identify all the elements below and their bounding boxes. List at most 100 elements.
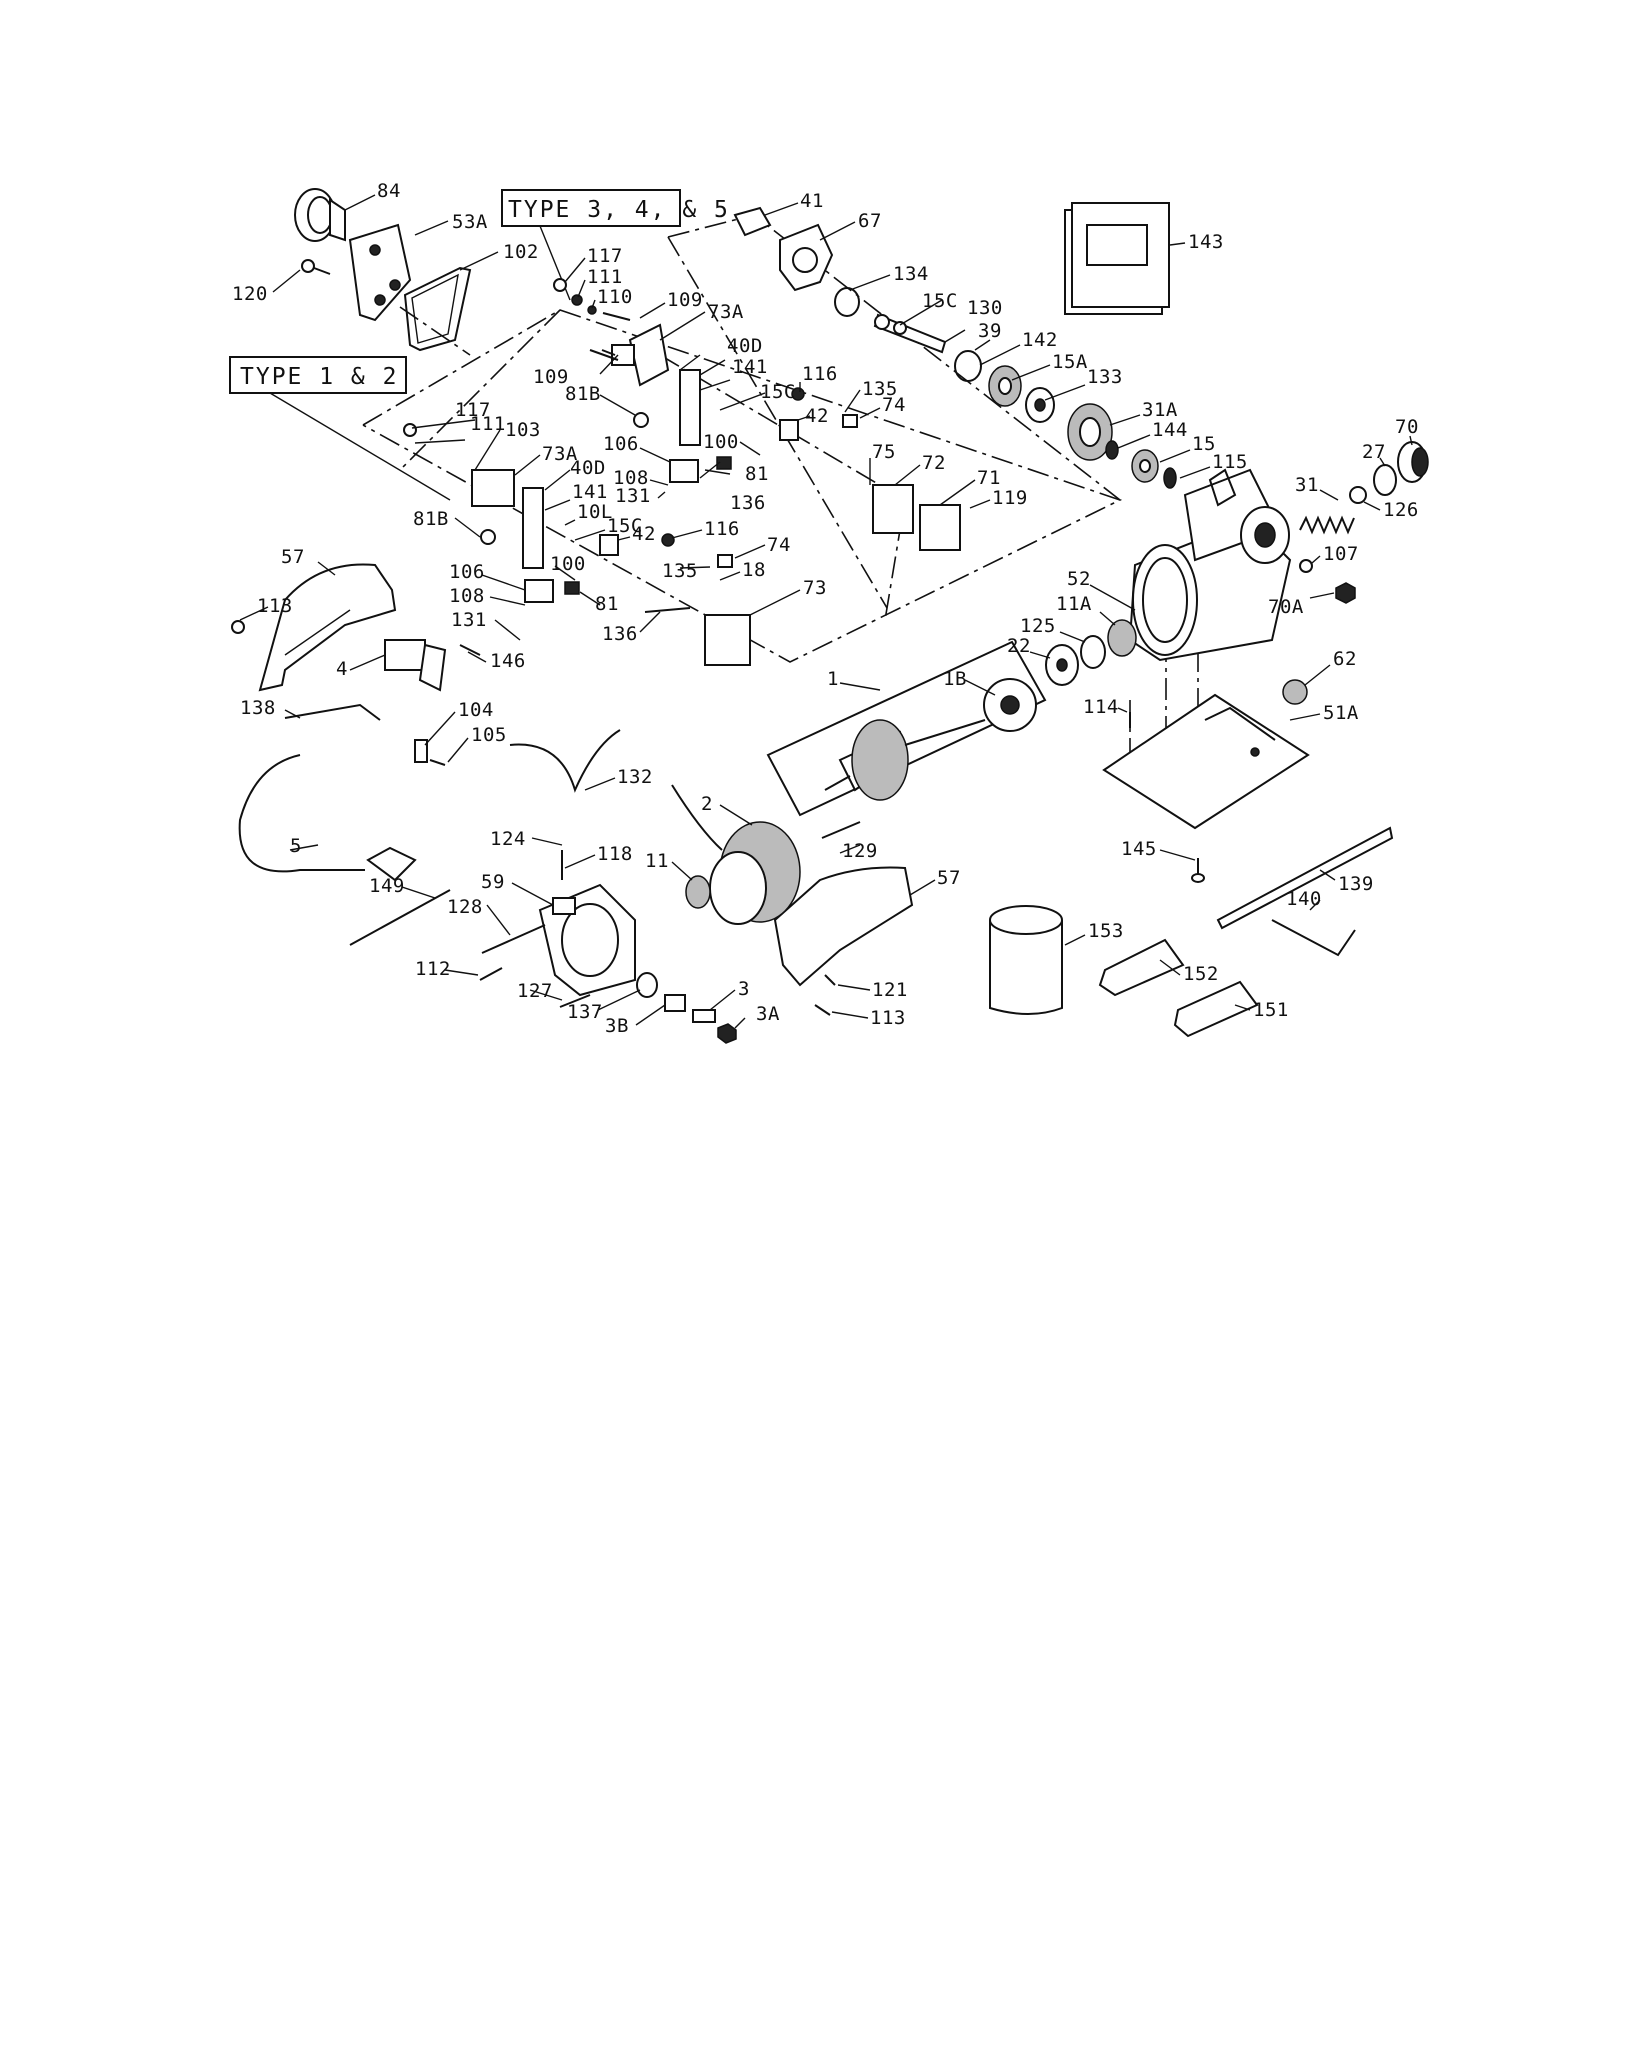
screw-113a [231,620,245,634]
leader-lines [239,194,1413,1029]
lead-136-lower [644,607,691,613]
callout: 143 [1188,231,1224,253]
handle-57-left [258,563,397,692]
end-cap-59 [538,883,636,997]
hardware-117-111-110 [553,278,631,321]
brush-3 [692,1009,716,1023]
ring-27 [1373,464,1397,496]
callout: 132 [617,766,653,788]
callout: 40D [727,335,763,357]
callout: 73 [803,577,827,599]
callout: 1B [943,668,967,690]
callout: 149 [369,875,405,897]
callout: 1 [827,668,839,690]
callout: 40D [570,457,606,479]
callout: 146 [490,650,526,672]
callout: 128 [447,896,483,918]
callout: 71 [977,467,1001,489]
callout: 51A [1323,702,1359,724]
washer-107 [1299,559,1313,573]
brush-holder-73A-upper [628,323,670,387]
callout: 81B [565,383,601,405]
washer-126 [1349,486,1367,504]
callout: 106 [449,561,485,583]
callout: 11 [645,850,669,872]
callout: 73A [542,443,578,465]
callout: 135 [862,378,898,400]
callout: 129 [842,840,878,862]
washer-116-lower [661,533,675,547]
leads-138 [284,703,381,721]
callout: 57 [937,867,961,889]
callout: 5 [290,835,302,857]
bearing-11A [1107,619,1137,657]
callout: 75 [872,441,896,463]
callout: 151 [1253,999,1289,1021]
callout: 100 [550,553,586,575]
callout: 153 [1088,920,1124,942]
callout: 22 [1007,635,1031,657]
callout: 84 [377,180,401,202]
screw-112 [479,967,503,981]
callout: 31 [1295,474,1319,496]
baffle-22 [1045,644,1079,686]
callout: 114 [1083,696,1119,718]
screw-121 [824,974,836,986]
callout: 53A [452,211,488,233]
callout: 109 [667,289,703,311]
screw-129 [821,821,861,839]
callout: 70 [1395,416,1419,438]
callout: 62 [1333,648,1357,670]
brush-plate-103 [471,469,515,507]
cover-plate-53A [348,223,412,322]
callout: 2 [701,793,713,815]
washer-137 [636,972,658,998]
motor-housing-52 [1128,468,1292,662]
screw-145 [1191,858,1205,883]
callout: 125 [1020,615,1056,637]
callout: 39 [978,320,1002,342]
callout: 131 [451,609,487,631]
bracket-41 [733,206,772,237]
callout: 133 [1087,366,1123,388]
terminal-42-upper [779,419,799,441]
callout: 140 [1286,888,1322,910]
callout: 3B [605,1015,629,1037]
clip-74-upper [842,414,858,428]
callout: 134 [893,263,929,285]
washer-133 [1025,387,1055,423]
screw-81B-lower [480,529,496,545]
callout: 67 [858,210,882,232]
callout: 31A [1142,399,1178,421]
callout: 124 [490,828,526,850]
callout: 70A [1268,596,1304,618]
callout: 107 [1323,543,1359,565]
nut-70A [1335,582,1356,604]
callout: 112 [415,958,451,980]
screw-81B-upper [633,412,649,428]
bearing-115 [1163,467,1177,489]
callout: 3A [756,1003,780,1025]
callout: 81B [413,508,449,530]
callout: 115 [1212,451,1248,473]
callout: 113 [870,1007,906,1029]
switch-4 [384,639,426,671]
brush-81-upper [716,456,732,470]
part-illustrations [231,188,1429,1044]
callout: 42 [632,523,656,545]
callout: 108 [613,467,649,489]
callout: 104 [458,699,494,721]
brush-box-72 [872,484,914,534]
callout: 105 [471,724,507,746]
callout: 15C [607,515,643,537]
brush-81-lower [564,581,580,595]
wire-132 [509,729,621,793]
callout: 136 [730,492,766,514]
callout: 81 [745,463,769,485]
callout: 137 [567,1001,603,1023]
callout: 100 [703,431,739,453]
cap-3A [717,1023,737,1044]
callout: 73A [708,301,744,323]
spring-31 [1299,515,1355,535]
screw-128 [481,924,546,954]
